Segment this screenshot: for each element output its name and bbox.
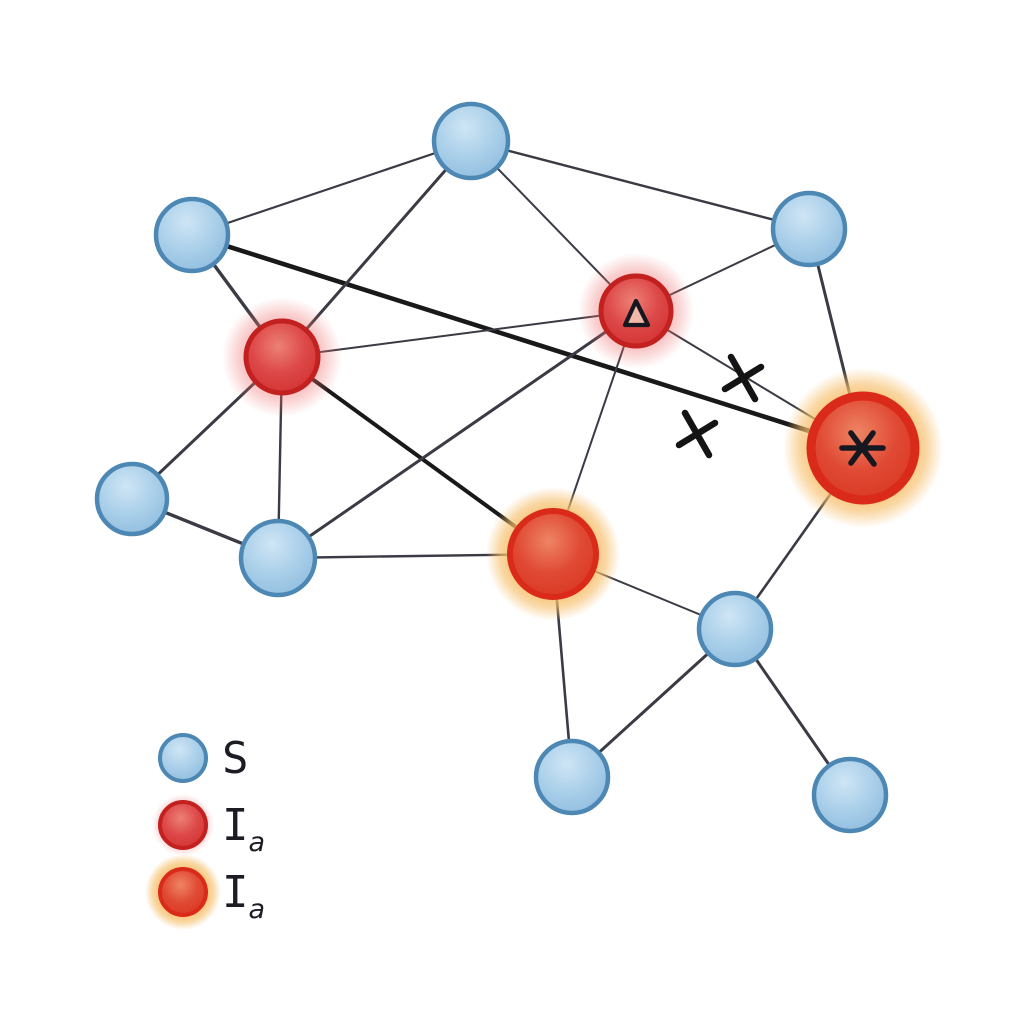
blocked-transmission-x-mark	[721, 353, 765, 403]
node-ia-left	[243, 318, 321, 396]
legend-item: Ia	[152, 794, 265, 858]
legend-swatch-Ia_sym	[158, 867, 208, 917]
legend-item: S	[158, 733, 249, 784]
node-is-center	[507, 508, 599, 600]
legend-label-Ia: Ia	[222, 800, 265, 858]
edge-s-top-left--is-right	[189, 232, 866, 451]
blocked-transmission-x-mark	[675, 409, 719, 459]
legend-item: Ia	[145, 854, 265, 930]
legend-label-Ia_sym: Ia	[222, 867, 265, 925]
node-s-left	[94, 461, 170, 537]
legend-swatch-Ia	[158, 800, 208, 850]
node-s-top-center	[431, 101, 511, 181]
edge-s-center--ia-delta	[276, 309, 638, 560]
node-s-top-left	[153, 196, 231, 274]
node-s-bottom-right	[811, 756, 889, 834]
asterisk-symbol	[839, 430, 886, 467]
legend-swatch-S	[158, 733, 208, 783]
triangle-symbol	[622, 298, 651, 328]
node-s-top-right	[770, 190, 848, 268]
edge-s-top-left--s-top-center	[190, 139, 473, 237]
node-s-center	[238, 518, 318, 598]
node-s-right	[696, 590, 774, 668]
edge-s-top-center--s-top-right	[469, 139, 811, 231]
node-s-bottom	[533, 738, 611, 816]
legend-label-S: S	[222, 733, 249, 784]
